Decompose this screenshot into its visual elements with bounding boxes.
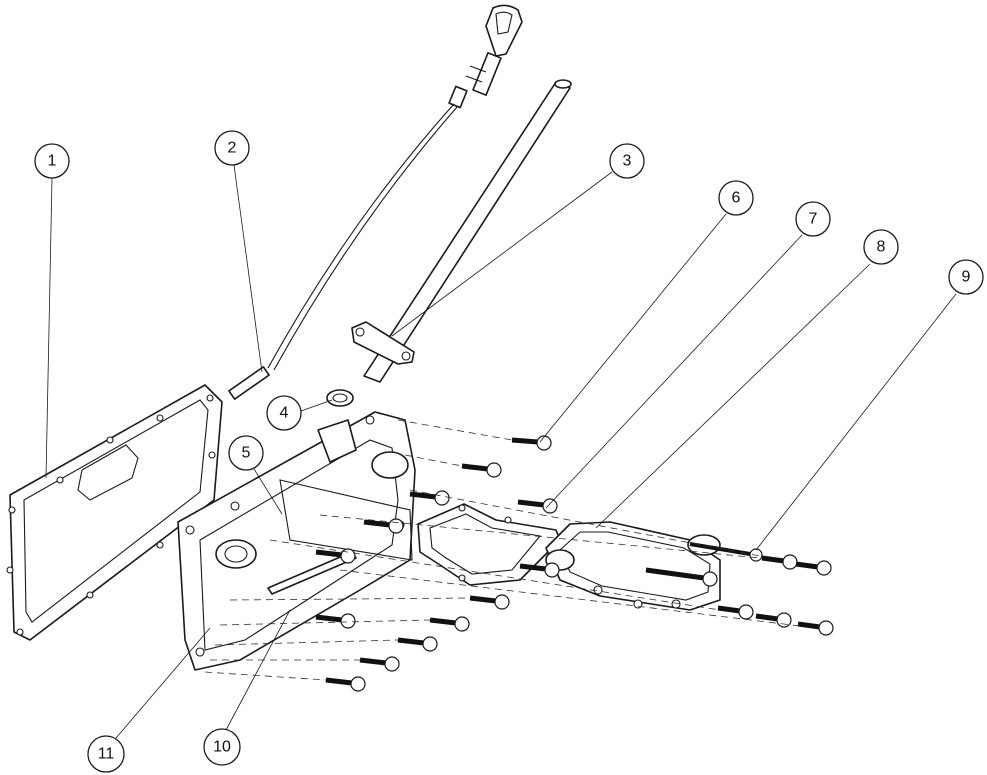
bolt [409, 490, 450, 506]
bolt [761, 554, 798, 570]
bolt [645, 567, 718, 587]
callout-1: 1 [34, 143, 70, 179]
callout-6: 6 [718, 180, 754, 216]
bolt [469, 594, 510, 610]
housing-cover [177, 411, 416, 671]
callout-10: 10 [203, 728, 241, 766]
bolt [511, 435, 552, 451]
callout-label: 4 [280, 405, 289, 422]
callout-9: 9 [948, 259, 984, 295]
callout-label: 10 [213, 739, 231, 756]
bolt [517, 498, 558, 514]
callout-label: 11 [98, 746, 115, 763]
dipstick-tube [351, 79, 572, 383]
bolt [429, 616, 470, 632]
callout-label: 5 [242, 445, 251, 462]
bolt [795, 560, 832, 576]
seal-ring [326, 389, 354, 407]
dipstick [228, 4, 523, 400]
callout-8: 8 [863, 229, 899, 265]
callout-4: 4 [266, 395, 302, 431]
bolt [519, 562, 560, 578]
bolt [755, 612, 792, 628]
bolt [797, 620, 834, 636]
callout-label: 8 [877, 239, 886, 256]
bolt [315, 548, 356, 564]
callout-11: 11 [87, 735, 125, 773]
callout-5: 5 [228, 435, 264, 471]
bolt [325, 676, 366, 692]
callout-7: 7 [795, 201, 831, 237]
leader-lines [45, 164, 957, 739]
bolt [363, 518, 404, 534]
bolt [717, 604, 754, 620]
callout-2: 2 [214, 130, 250, 166]
gasket [6, 384, 223, 641]
callout-3: 3 [609, 143, 645, 179]
callout-label: 3 [623, 153, 632, 170]
bolt [359, 656, 400, 672]
callout-label: 9 [962, 269, 971, 286]
callout-label: 6 [732, 190, 741, 207]
alignment-lines [204, 419, 801, 681]
bolt [315, 613, 356, 629]
callout-label: 1 [48, 153, 57, 170]
inner-gasket [417, 503, 561, 586]
bolt [397, 636, 438, 652]
outer-cover [545, 521, 721, 611]
cover-strip [267, 551, 357, 595]
bolt-set [315, 435, 834, 692]
callout-label: 7 [809, 211, 818, 228]
bolt [461, 462, 502, 478]
callout-label: 2 [228, 140, 237, 157]
